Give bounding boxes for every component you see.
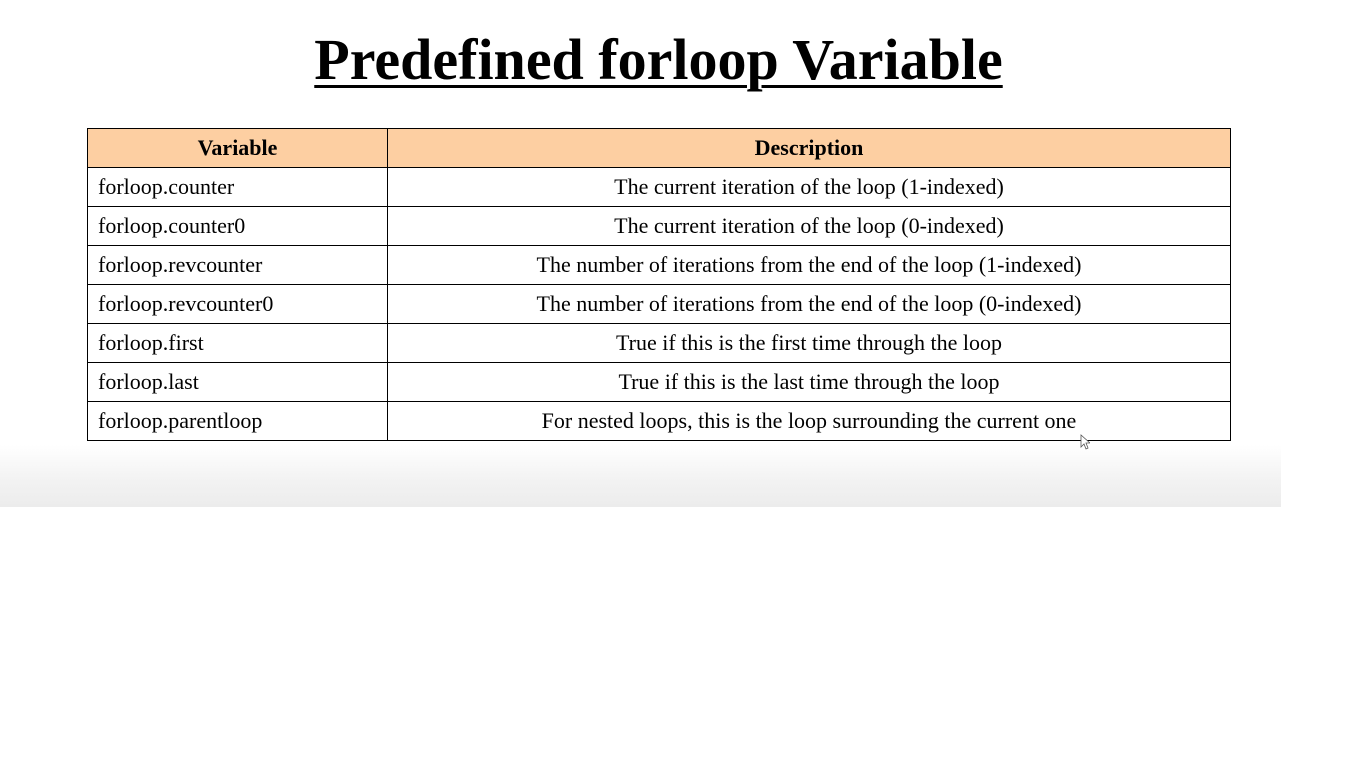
description-cell: The number of iterations from the end of… <box>387 284 1231 324</box>
variable-cell: forloop.parentloop <box>87 401 388 441</box>
description-cell: True if this is the first time through t… <box>387 323 1231 363</box>
table-row: forloop.last True if this is the last ti… <box>87 362 1231 402</box>
forloop-variables-table: Variable Description forloop.counter The… <box>87 128 1231 441</box>
table-row: forloop.counter The current iteration of… <box>87 167 1231 207</box>
description-cell: For nested loops, this is the loop surro… <box>387 401 1231 441</box>
variable-cell: forloop.revcounter0 <box>87 284 388 324</box>
variable-cell: forloop.revcounter <box>87 245 388 285</box>
description-cell: The current iteration of the loop (1-ind… <box>387 167 1231 207</box>
description-cell: The number of iterations from the end of… <box>387 245 1231 285</box>
variable-cell: forloop.counter0 <box>87 206 388 246</box>
description-cell: The current iteration of the loop (0-ind… <box>387 206 1231 246</box>
table-row: forloop.first True if this is the first … <box>87 323 1231 363</box>
mouse-cursor-icon <box>1080 434 1090 450</box>
table-row: forloop.revcounter0 The number of iterat… <box>87 284 1231 324</box>
slide: Predefined forloop Variable Variable Des… <box>0 0 1281 507</box>
variable-cell: forloop.counter <box>87 167 388 207</box>
table-row: forloop.parentloop For nested loops, thi… <box>87 401 1231 441</box>
description-cell: True if this is the last time through th… <box>387 362 1231 402</box>
variable-cell: forloop.first <box>87 323 388 363</box>
page-title: Predefined forloop Variable <box>314 27 1003 92</box>
table-row: forloop.revcounter The number of iterati… <box>87 245 1231 285</box>
variable-cell: forloop.last <box>87 362 388 402</box>
header-description: Description <box>387 128 1231 168</box>
header-variable: Variable <box>87 128 388 168</box>
table-header-row: Variable Description <box>87 128 1231 168</box>
table-row: forloop.counter0 The current iteration o… <box>87 206 1231 246</box>
